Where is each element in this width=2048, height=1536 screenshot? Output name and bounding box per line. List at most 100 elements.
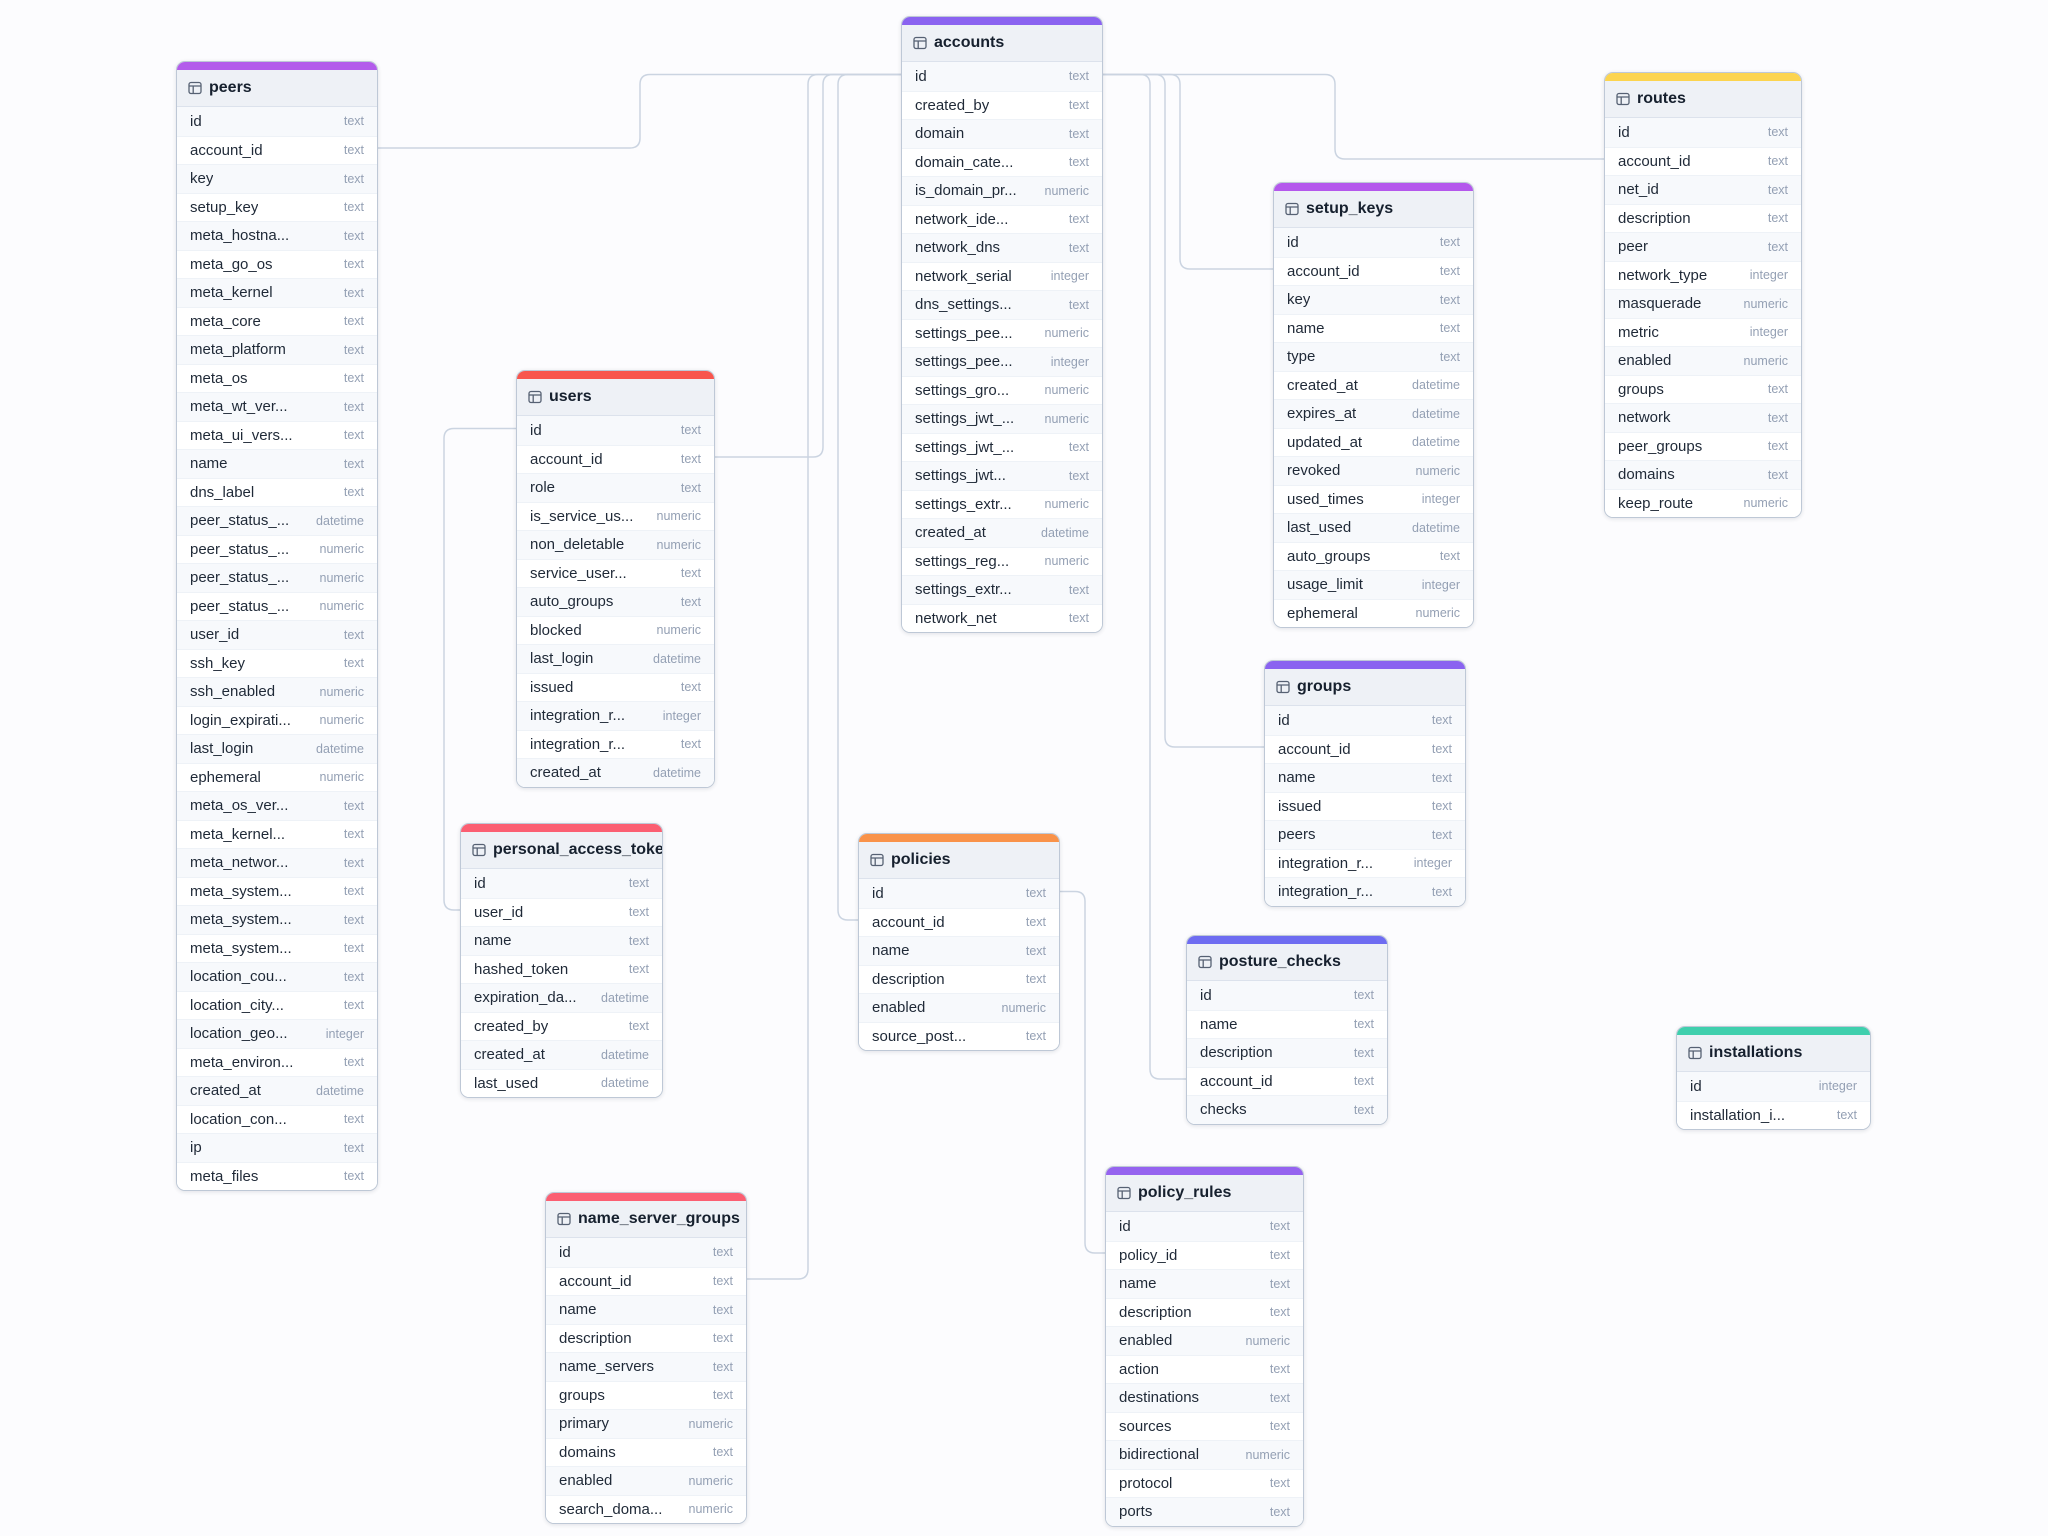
table-field-row[interactable]: peer_status_...numeric bbox=[177, 591, 377, 621]
table-field-row[interactable]: source_post...text bbox=[859, 1021, 1059, 1051]
table-field-row[interactable]: service_user...text bbox=[517, 558, 714, 588]
table-field-row[interactable]: settings_pee...numeric bbox=[902, 318, 1102, 348]
table-field-row[interactable]: meta_os_ver...text bbox=[177, 791, 377, 820]
table-field-row[interactable]: meta_kernel...text bbox=[177, 819, 377, 849]
table-header[interactable]: personal_access_tokens bbox=[461, 832, 662, 869]
table-header[interactable]: groups bbox=[1265, 669, 1465, 706]
table-field-row[interactable]: settings_jwt_...numeric bbox=[902, 404, 1102, 433]
table-field-row[interactable]: meta_system...text bbox=[177, 905, 377, 934]
table-header[interactable]: posture_checks bbox=[1187, 944, 1387, 981]
table-field-row[interactable]: dns_settings...text bbox=[902, 290, 1102, 319]
table-field-row[interactable]: integration_r...text bbox=[517, 729, 714, 759]
table-field-row[interactable]: login_expirati...numeric bbox=[177, 705, 377, 735]
table-field-row[interactable]: settings_jwt...text bbox=[902, 461, 1102, 490]
table-field-row[interactable]: location_con...text bbox=[177, 1104, 377, 1134]
table-field-row[interactable]: meta_system...text bbox=[177, 876, 377, 906]
table-field-row[interactable]: integration_r...integer bbox=[517, 701, 714, 730]
table-field-row[interactable]: search_doma...numeric bbox=[546, 1494, 746, 1524]
table-field-row[interactable]: is_domain_pr...numeric bbox=[902, 176, 1102, 205]
table-header[interactable]: setup_keys bbox=[1274, 191, 1473, 228]
table-field-row[interactable]: peer_status_...numeric bbox=[177, 563, 377, 592]
table-header[interactable]: routes bbox=[1605, 81, 1801, 118]
table-field-row[interactable]: meta_system...text bbox=[177, 933, 377, 963]
table-field-row[interactable]: settings_extr...text bbox=[902, 575, 1102, 604]
table-field-row[interactable]: settings_jwt_...text bbox=[902, 432, 1102, 462]
table-header[interactable]: policy_rules bbox=[1106, 1175, 1303, 1212]
table-field-row[interactable]: integration_r...integer bbox=[1265, 848, 1465, 878]
table-header[interactable]: installations bbox=[1677, 1035, 1870, 1072]
table-field-row[interactable]: peer_status_...numeric bbox=[177, 534, 377, 564]
table-field-row[interactable]: peer_status_...datetime bbox=[177, 506, 377, 535]
table-field-row[interactable]: meta_environ...text bbox=[177, 1047, 377, 1077]
table-header[interactable]: policies bbox=[859, 842, 1059, 879]
table-field-row[interactable]: settings_gro...numeric bbox=[902, 375, 1102, 405]
